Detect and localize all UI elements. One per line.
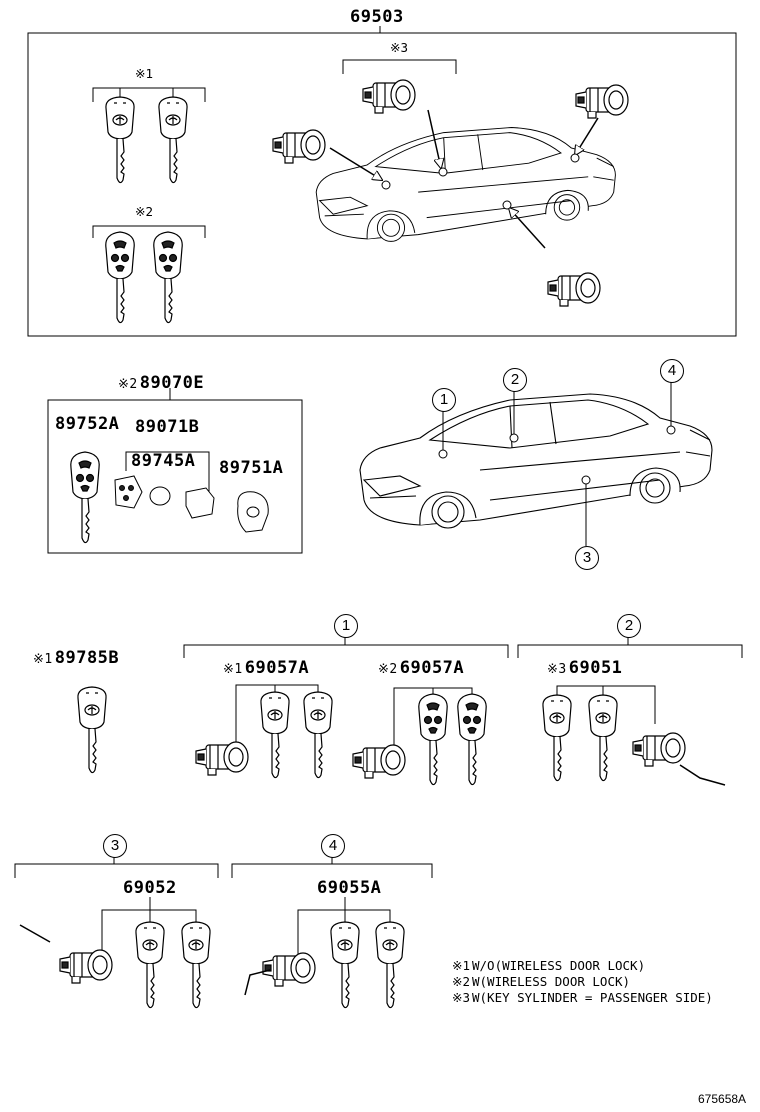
section1-left-part-number: 69057A (244, 658, 310, 678)
key-remote-icon (153, 231, 183, 324)
note-text: W(KEY SYLINDER = PASSENGER SIDE) (472, 990, 713, 1005)
lock-cylinder-icon (262, 952, 316, 987)
group-mark-1: ※1 (135, 66, 153, 81)
lock-cylinder-icon (272, 129, 326, 164)
key-plain-icon (181, 921, 211, 1009)
section-callout-1: 1 (334, 614, 358, 638)
note-mark: ※3 (547, 662, 567, 677)
lock-cylinder-icon (362, 79, 416, 114)
group-mark-2: ※2 (135, 204, 153, 219)
key-plain-icon (135, 921, 165, 1009)
note-mark: ※2 (118, 377, 138, 392)
lock-cylinder-icon (547, 272, 601, 307)
transmitter-part-number: 89070E (139, 373, 205, 393)
note-text: W/O(WIRELESS DOOR LOCK) (472, 958, 646, 973)
lock-cylinder-icon (575, 84, 629, 119)
battery-icon (149, 486, 171, 506)
remote-housing-icon (114, 475, 143, 509)
lock-cylinder-icon (632, 732, 686, 767)
car-callout-1: 1 (432, 388, 456, 412)
note-mark: ※3 (452, 990, 470, 1005)
key-plain-icon (542, 694, 572, 782)
remote-cover-icon (237, 491, 269, 533)
lock-cylinder-icon (59, 949, 113, 984)
housing-part-number: 89071B (135, 417, 200, 437)
key-remote-icon (70, 451, 100, 544)
note-mark: ※2 (452, 974, 470, 989)
note-mark: ※2 (378, 662, 398, 677)
assembly-frame (27, 32, 737, 337)
note-mark: ※1 (33, 652, 53, 667)
key-plain-icon (158, 96, 188, 184)
key-plain-icon (588, 694, 618, 782)
section-callout-2: 2 (617, 614, 641, 638)
key-plain-icon (330, 921, 360, 1009)
car-illustration-top (315, 127, 616, 242)
cover-plate-icon (185, 487, 215, 519)
key-part-number: 89752A (55, 414, 120, 434)
section1-right-part-number: 69057A (399, 658, 465, 678)
cover-plate-part-number: 89751A (219, 458, 284, 478)
note-mark: ※1 (223, 662, 243, 677)
key-plain-icon (260, 691, 290, 779)
section-callout-3: 3 (103, 834, 127, 858)
car-callout-3: 3 (575, 546, 599, 570)
key-remote-icon (105, 231, 135, 324)
key-plain-icon (375, 921, 405, 1009)
transmitter-frame (47, 399, 303, 554)
section4-part-number: 69055A (317, 878, 382, 898)
group-mark-3: ※3 (390, 40, 408, 55)
key-plain-icon (105, 96, 135, 184)
section-callout-4: 4 (321, 834, 345, 858)
car-callout-2: 2 (503, 368, 527, 392)
section3-part-number: 69052 (123, 878, 177, 898)
key-plain-icon (77, 686, 107, 774)
diagram-code: 675658A (698, 1092, 747, 1106)
key-plain-icon (303, 691, 333, 779)
car-illustration-main (359, 393, 713, 529)
note-text: W(WIRELESS DOOR LOCK) (472, 974, 631, 989)
assembly-part-number: 69503 (350, 7, 404, 27)
lock-cylinder-icon (352, 744, 406, 779)
battery-cover-part-number: 89745A (131, 451, 196, 471)
car-callout-4: 4 (660, 359, 684, 383)
lock-cylinder-icon (195, 741, 249, 776)
note-mark: ※1 (452, 958, 470, 973)
key-remote-icon (457, 693, 487, 786)
key-remote-icon (418, 693, 448, 786)
key-blank-part-number: 89785B (54, 648, 120, 668)
section2-part-number: 69051 (568, 658, 623, 678)
